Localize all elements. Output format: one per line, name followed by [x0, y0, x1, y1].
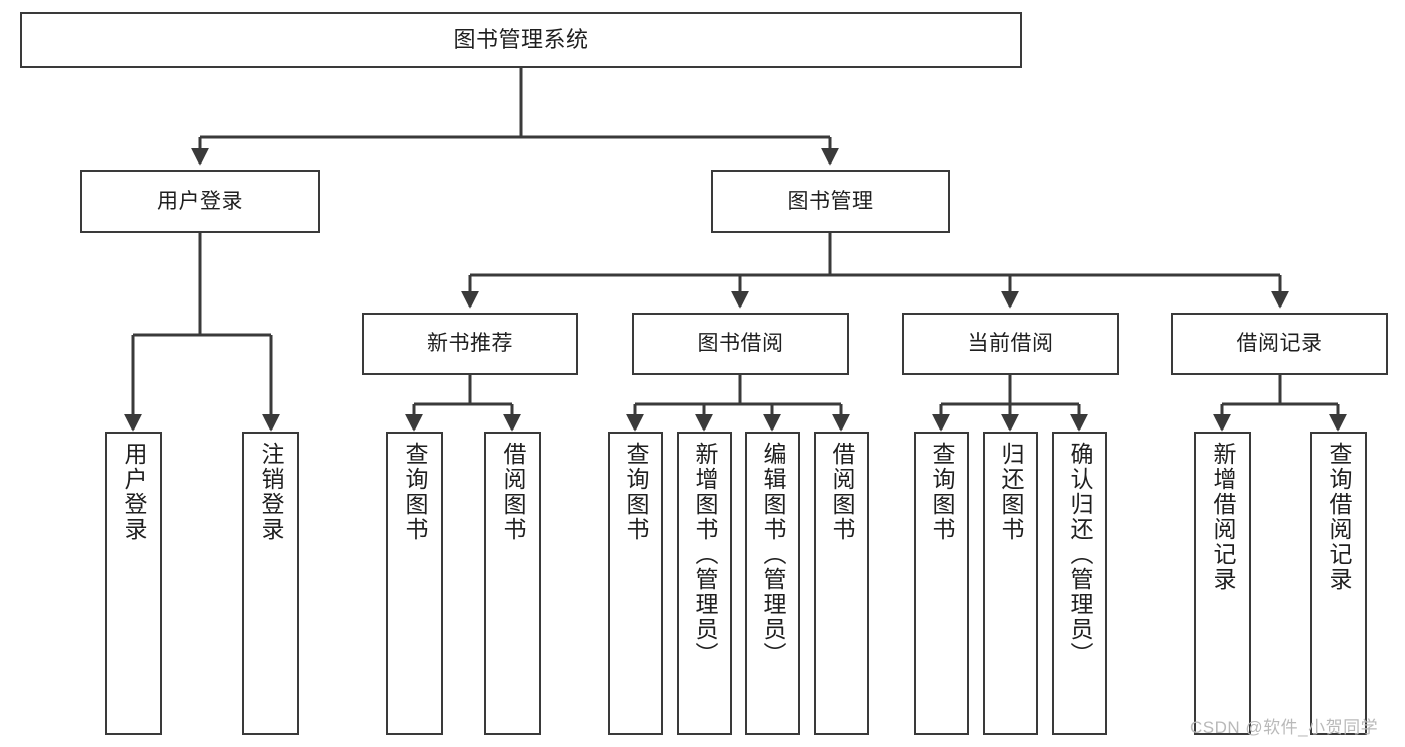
- node-label: 新增借阅记录: [1210, 442, 1236, 592]
- node-label: 注销登录: [258, 442, 284, 542]
- node-label: 当前借阅: [967, 332, 1054, 356]
- node-label: 借阅图书: [500, 442, 526, 542]
- node-label: 归还图书: [998, 442, 1024, 542]
- leaf-record-query-borrow-record[interactable]: 查询借阅记录: [1310, 432, 1367, 735]
- leaf-borrow-borrow-book[interactable]: 借阅图书: [814, 432, 869, 735]
- node-label: 借阅记录: [1236, 332, 1323, 356]
- watermark: CSDN @软件_小贺同学: [1190, 718, 1379, 737]
- leaf-current-return-book[interactable]: 归还图书: [983, 432, 1038, 735]
- node-new-book-recommend[interactable]: 新书推荐: [362, 313, 578, 375]
- node-label: 确认归还（管理员）: [1067, 442, 1093, 667]
- node-label: 图书借阅: [697, 332, 784, 356]
- leaf-borrow-query-book[interactable]: 查询图书: [608, 432, 663, 735]
- leaf-record-add-borrow-record[interactable]: 新增借阅记录: [1194, 432, 1251, 735]
- node-label: 编辑图书（管理员）: [760, 442, 786, 667]
- node-label: 图书管理系统: [453, 26, 589, 52]
- node-label: 查询图书: [929, 442, 955, 542]
- node-label: 借阅图书: [829, 442, 855, 542]
- node-book-borrow[interactable]: 图书借阅: [632, 313, 849, 375]
- node-label: 用户登录: [157, 189, 243, 213]
- node-root-book-management-system[interactable]: 图书管理系统: [20, 12, 1022, 68]
- node-label: 查询借阅记录: [1326, 442, 1352, 592]
- leaf-user-login[interactable]: 用户登录: [105, 432, 162, 735]
- leaf-current-query-book[interactable]: 查询图书: [914, 432, 969, 735]
- node-label: 查询图书: [402, 442, 428, 542]
- leaf-borrow-edit-book-admin[interactable]: 编辑图书（管理员）: [745, 432, 800, 735]
- leaf-recommend-borrow-book[interactable]: 借阅图书: [484, 432, 541, 735]
- node-user-login[interactable]: 用户登录: [80, 170, 320, 233]
- node-book-management[interactable]: 图书管理: [711, 170, 950, 233]
- node-label: 新书推荐: [427, 332, 513, 356]
- leaf-recommend-query-book[interactable]: 查询图书: [386, 432, 443, 735]
- leaf-borrow-add-book-admin[interactable]: 新增图书（管理员）: [677, 432, 732, 735]
- node-borrow-record[interactable]: 借阅记录: [1171, 313, 1388, 375]
- leaf-user-logout[interactable]: 注销登录: [242, 432, 299, 735]
- leaf-current-confirm-return-admin[interactable]: 确认归还（管理员）: [1052, 432, 1107, 735]
- node-current-borrow[interactable]: 当前借阅: [902, 313, 1119, 375]
- node-label: 新增图书（管理员）: [692, 442, 718, 667]
- node-label: 用户登录: [121, 442, 147, 542]
- node-label: 图书管理: [787, 189, 874, 213]
- node-label: 查询图书: [623, 442, 649, 542]
